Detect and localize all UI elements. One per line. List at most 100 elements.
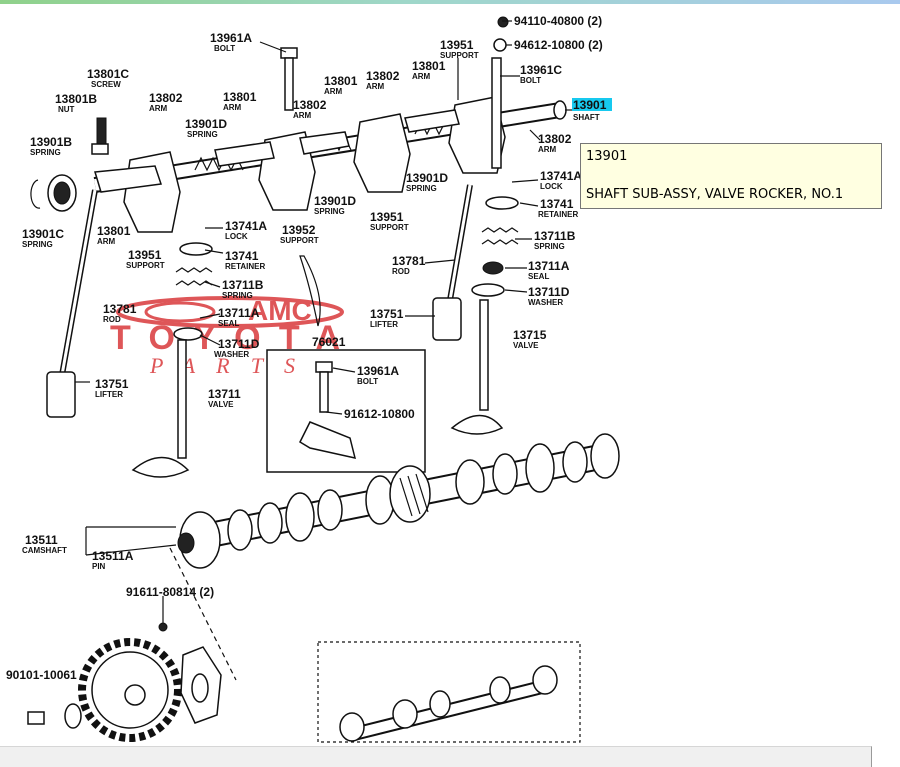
label-13781-right: 13781	[392, 254, 426, 268]
label-13711d-left: 13711D	[218, 337, 260, 351]
sublabel-13801-left: ARM	[97, 237, 116, 246]
label-13781-left: 13781	[103, 302, 137, 316]
sublabel-13711b-left: SPRING	[222, 291, 253, 300]
label-13801-top: 13801	[412, 59, 446, 73]
parts-diagram: AMC TOYOTA PARTS	[6, 14, 620, 743]
label-13711d-right: 13711D	[528, 285, 570, 299]
scrollbar-corner	[872, 746, 900, 767]
label-13715: 13715	[513, 328, 547, 342]
sublabel-13781-right: ROD	[392, 267, 410, 276]
sublabel-13741a-right: LOCK	[540, 182, 563, 191]
tooltip-part-number: 13901	[586, 149, 628, 164]
sublabel-13951-top: SUPPORT	[440, 51, 479, 60]
label-13901c: 13901C	[22, 227, 64, 241]
sublabel-13961a-top: BOLT	[214, 44, 235, 53]
label-13901b: 13901B	[30, 135, 72, 149]
part-tooltip: 13901 SHAFT SUB-ASSY, VALVE ROCKER, NO.1	[580, 143, 882, 209]
sublabel-13711a-right: SEAL	[528, 272, 549, 281]
sublabel-13711d-right: WASHER	[528, 298, 563, 307]
sublabel-13711: VALVE	[208, 400, 234, 409]
sublabel-13511: CAMSHAFT	[22, 546, 67, 555]
valve-trains	[131, 196, 519, 478]
leader-lines	[75, 20, 572, 681]
sublabel-13801b: NUT	[58, 105, 75, 114]
sublabel-13711d-left: WASHER	[214, 350, 249, 359]
label-13961c: 13961C	[520, 63, 562, 77]
label-94110: 94110-40800 (2)	[514, 14, 602, 28]
sublabel-13901b: SPRING	[30, 148, 61, 157]
label-91611: 91611-80814 (2)	[126, 585, 214, 599]
sublabel-13901c: SPRING	[22, 240, 53, 249]
sublabel-13801c: SCREW	[91, 80, 121, 89]
label-13741a-right: 13741A	[540, 169, 582, 183]
sublabel-13961a-inset: BOLT	[357, 377, 378, 386]
highlight-13901	[572, 98, 612, 111]
label-13711a-left: 13711A	[218, 306, 260, 320]
inset-detail-bracket	[266, 349, 426, 473]
tooltip-description: SHAFT SUB-ASSY, VALVE ROCKER, NO.1	[586, 187, 844, 202]
label-13801-b: 13801	[223, 90, 257, 104]
sublabel-13961c: BOLT	[520, 76, 541, 85]
title-bar-gradient	[0, 0, 900, 4]
label-13801-left: 13801	[97, 224, 131, 238]
label-13751-right: 13751	[370, 307, 404, 321]
label-90101: 90101-10061	[6, 668, 77, 682]
sublabel-13951-mid: SUPPORT	[370, 223, 409, 232]
push-rods-lifters	[46, 184, 473, 418]
sublabel-13951-left: SUPPORT	[126, 261, 165, 270]
camshaft	[177, 433, 620, 569]
label-13961a-top: 13961A	[210, 31, 252, 45]
label-13741-right: 13741	[540, 197, 574, 211]
sublabel-13711b-right: SPRING	[534, 242, 565, 251]
part-labels: 13901 SHAFT 94110-40800 (2) 94612-10800 …	[6, 14, 612, 682]
sublabel-13711a-left: SEAL	[218, 319, 239, 328]
label-13901d-b: 13901D	[314, 194, 356, 208]
sublabel-13715: VALVE	[513, 341, 539, 350]
sublabel-13751-left: LIFTER	[95, 390, 123, 399]
label-13711a-right: 13711A	[528, 259, 570, 273]
label-13961a-inset: 13961A	[357, 364, 399, 378]
label-13802-e: 13802	[293, 98, 327, 112]
label-76021: 76021	[312, 335, 346, 349]
sublabel-13901d-c: SPRING	[406, 184, 437, 193]
label-13711b-left: 13711B	[222, 278, 264, 292]
sublabel-13741-left: RETAINER	[225, 262, 266, 271]
sublabel-13781-left: ROD	[103, 315, 121, 324]
sublabel-13741-right: RETAINER	[538, 210, 579, 219]
label-13711b-right: 13711B	[534, 229, 576, 243]
sublabel-13802-right: ARM	[538, 145, 557, 154]
label-13802-d: 13802	[366, 69, 400, 83]
label-91612: 91612-10800	[344, 407, 415, 421]
label-13951-top: 13951	[440, 38, 474, 52]
label-13801-c: 13801	[324, 74, 358, 88]
sublabel-13802-a: ARM	[149, 104, 168, 113]
horizontal-scrollbar[interactable]	[0, 746, 872, 767]
label-13951-mid: 13951	[370, 210, 404, 224]
label-13901: 13901	[573, 98, 607, 112]
sublabel-13801-c: ARM	[324, 87, 343, 96]
label-13901d-a: 13901D	[185, 117, 227, 131]
label-13802-right: 13802	[538, 132, 572, 146]
label-94612: 94612-10800 (2)	[514, 38, 603, 52]
label-13801c: 13801C	[87, 67, 129, 81]
sublabel-13751-right: LIFTER	[370, 320, 398, 329]
sublabel-13802-e: ARM	[293, 111, 312, 120]
label-13802-a: 13802	[149, 91, 183, 105]
timing-sprocket	[27, 622, 222, 742]
sublabel-13801-b: ARM	[223, 103, 242, 112]
rocker-shaft-assembly	[30, 96, 567, 233]
label-13901d-c: 13901D	[406, 171, 448, 185]
label-13711: 13711	[208, 387, 241, 401]
sublabel-13901d-b: SPRING	[314, 207, 345, 216]
sublabel-13741a-left: LOCK	[225, 232, 248, 241]
label-13751-left: 13751	[95, 377, 129, 391]
bolts	[280, 16, 509, 169]
sublabel-13801-top: ARM	[412, 72, 431, 81]
sublabel-13802-d: ARM	[366, 82, 385, 91]
inset-camshaft	[317, 641, 581, 743]
label-13952: 13952	[282, 223, 316, 237]
label-13741-left: 13741	[225, 249, 259, 263]
label-13511a: 13511A	[92, 549, 134, 563]
label-13741a-left: 13741A	[225, 219, 267, 233]
label-13801b: 13801B	[55, 92, 97, 106]
